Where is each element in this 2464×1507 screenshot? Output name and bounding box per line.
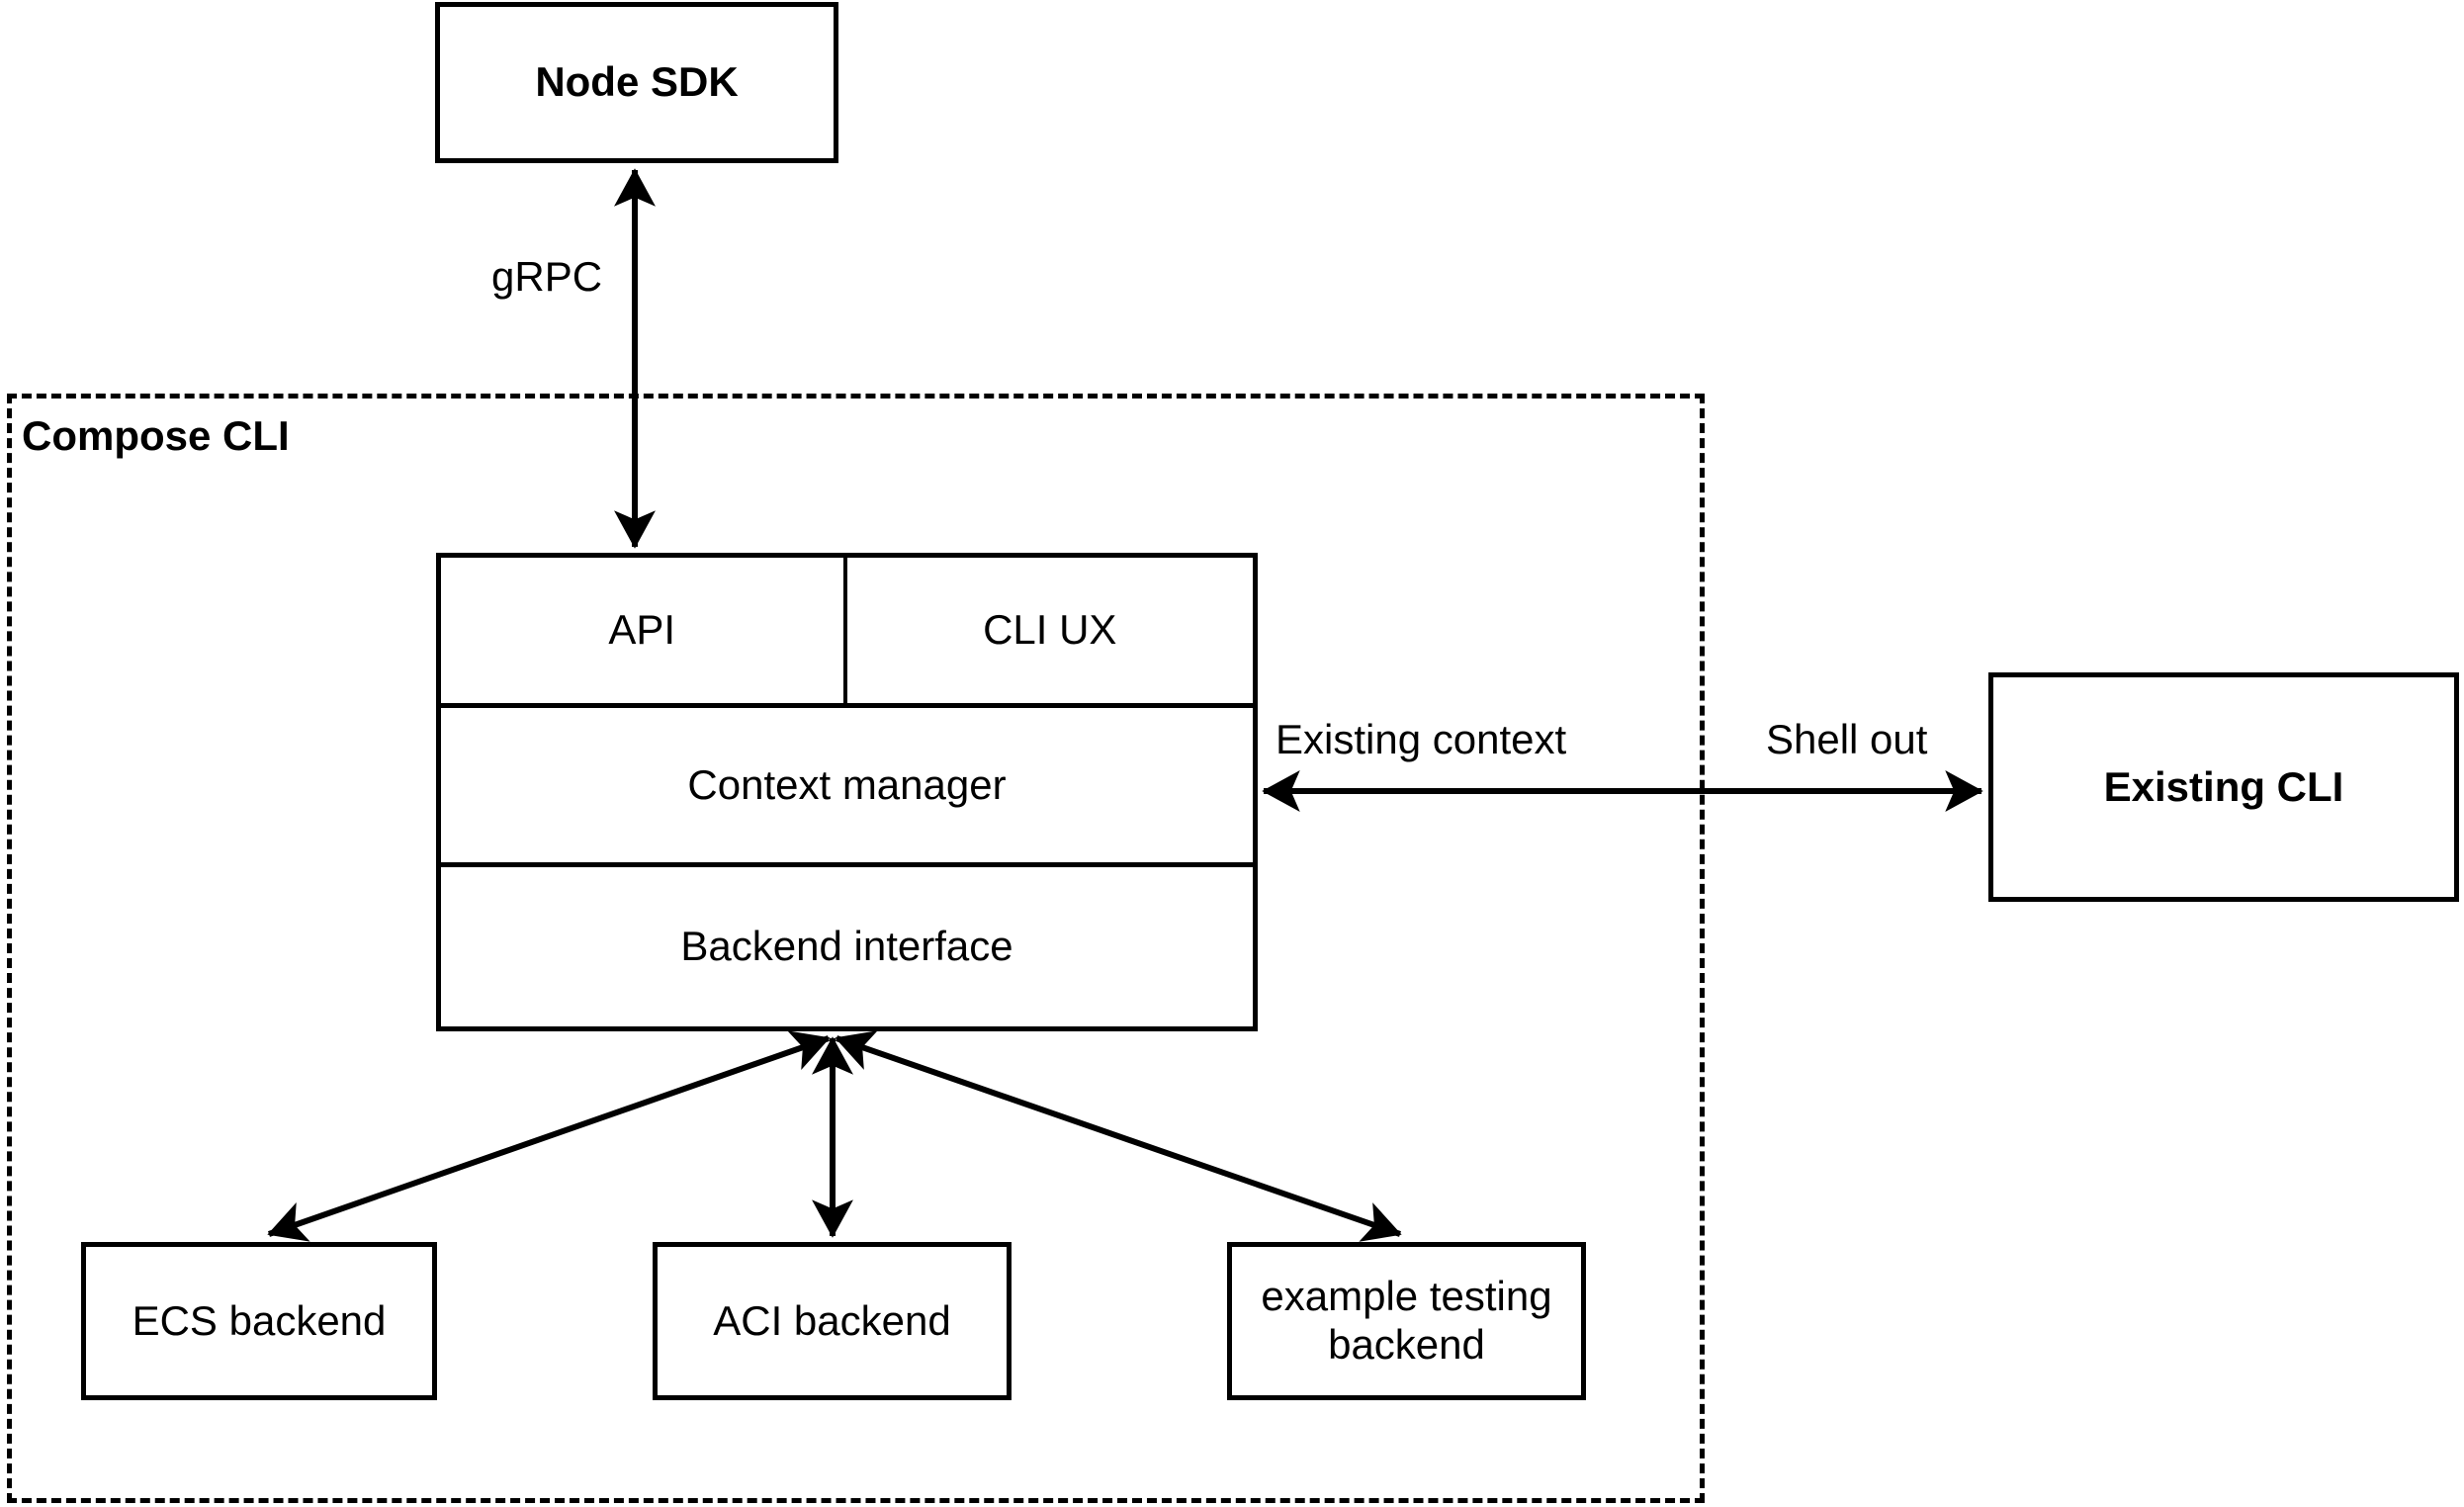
aci-backend-label: ACI backend [713, 1296, 951, 1344]
existing-cli-label: Existing CLI [2103, 762, 2344, 810]
compose-cli-core-stack: API CLI UX Context manager Backend inter… [436, 553, 1258, 1031]
cli-ux-label: CLI UX [983, 606, 1117, 654]
existing-cli-box[interactable]: Existing CLI [1988, 672, 2459, 902]
compose-cli-group-boundary [7, 394, 1705, 1503]
core-row-api-cliux: API CLI UX [441, 558, 1253, 708]
edge-label-grpc: gRPC [491, 253, 603, 300]
example-testing-backend-label: example testing backend [1261, 1273, 1552, 1368]
cli-ux-cell[interactable]: CLI UX [847, 558, 1254, 703]
node-sdk-label: Node SDK [535, 58, 739, 106]
compose-cli-group-label: Compose CLI [22, 412, 290, 459]
ecs-backend-label: ECS backend [132, 1296, 387, 1344]
example-testing-backend-box[interactable]: example testing backend [1227, 1242, 1586, 1400]
api-label: API [608, 606, 676, 654]
api-cell[interactable]: API [441, 558, 847, 703]
context-manager-cell[interactable]: Context manager [441, 708, 1253, 867]
edge-label-existing-context: Existing context [1276, 716, 1567, 762]
backend-interface-cell[interactable]: Backend interface [441, 867, 1253, 1026]
edge-label-shell-out: Shell out [1766, 716, 1928, 762]
backend-interface-label: Backend interface [680, 923, 1013, 970]
edge-backend-ecs [267, 1030, 831, 1242]
node-sdk-box[interactable]: Node SDK [435, 2, 838, 163]
aci-backend-box[interactable]: ACI backend [653, 1242, 1012, 1400]
ecs-backend-box[interactable]: ECS backend [81, 1242, 437, 1400]
edge-backend-example [835, 1030, 1402, 1242]
context-manager-label: Context manager [687, 760, 1007, 808]
